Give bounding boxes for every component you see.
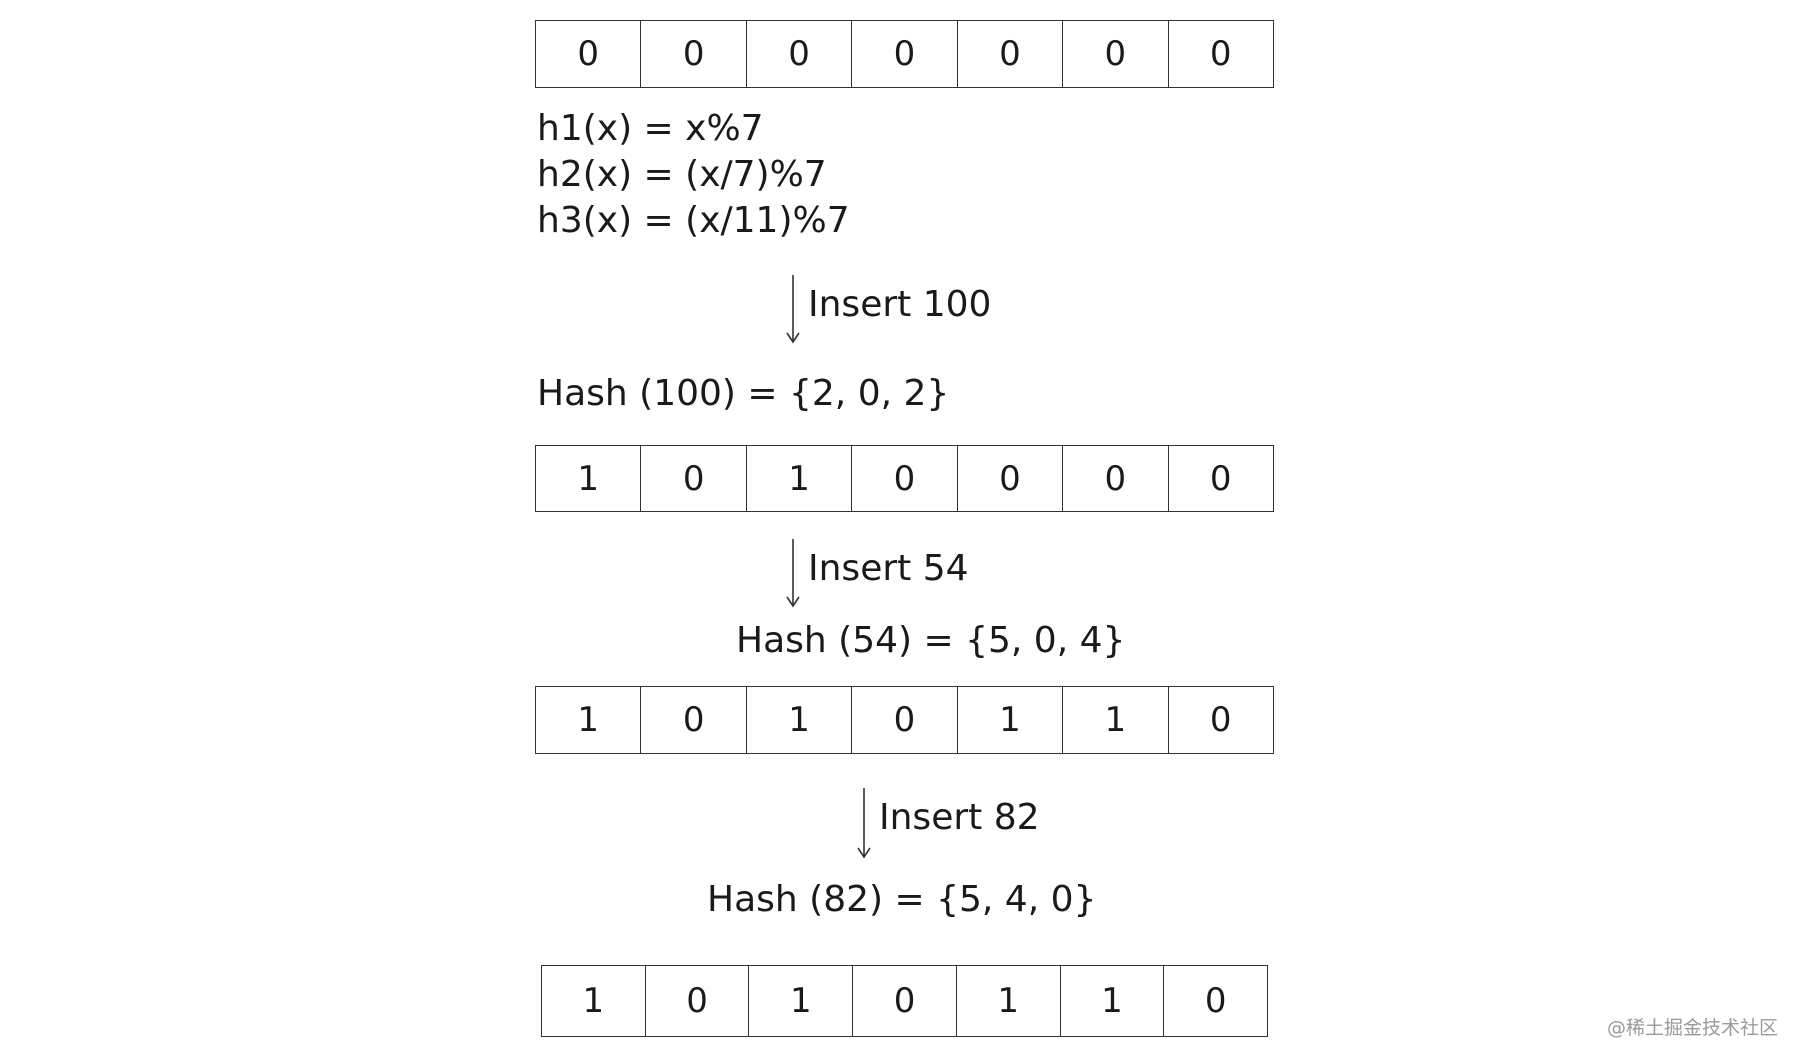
down-arrow-icon (783, 275, 803, 345)
bit-cell: 0 (852, 687, 958, 753)
bit-cell: 1 (1063, 687, 1169, 753)
bit-cell: 1 (1061, 966, 1165, 1036)
bit-cell: 0 (641, 446, 747, 511)
hash-result-54: Hash (54) = {5, 0, 4} (736, 620, 1126, 661)
bit-array-after-100: 1 0 1 0 0 0 0 (535, 445, 1274, 512)
bit-cell: 0 (641, 687, 747, 753)
bit-cell: 0 (1209, 700, 1232, 740)
bit-cell: 0 (958, 21, 1064, 87)
bit-array-after-54: 1 0 1 0 1 1 0 (535, 686, 1274, 754)
bit-cell: 0 (852, 446, 958, 511)
bit-cell: 0 (958, 446, 1064, 511)
bit-cell: 0 (1204, 981, 1227, 1021)
bit-cell: 0 (1209, 34, 1232, 74)
hash-function-h1: h1(x) = x%7 (537, 108, 764, 149)
bit-cell: 1 (747, 446, 853, 511)
bit-array-initial: 0 0 0 0 0 0 0 (535, 20, 1274, 88)
step-label-insert-82: Insert 82 (879, 797, 1040, 838)
bit-cell: 1 (958, 687, 1064, 753)
bit-cell: 0 (1209, 458, 1232, 499)
bit-array-after-82: 1 0 1 0 1 1 0 (541, 965, 1268, 1037)
bit-cell: 1 (536, 446, 642, 511)
bit-cell: 0 (852, 21, 958, 87)
bit-cell: 0 (536, 21, 642, 87)
hash-result-82: Hash (82) = {5, 4, 0} (707, 879, 1097, 920)
bit-cell: 1 (542, 966, 646, 1036)
bit-cell: 1 (747, 687, 853, 753)
bit-cell: 0 (1063, 21, 1169, 87)
bit-cell: 1 (749, 966, 854, 1036)
hash-function-definitions: h1(x) = x%7 h2(x) = (x/7)%7 h3(x) = (x/1… (537, 106, 850, 244)
hash-result-100: Hash (100) = {2, 0, 2} (537, 373, 950, 414)
bit-cell: 0 (641, 21, 747, 87)
watermark: @稀土掘金技术社区 (1606, 1017, 1778, 1039)
down-arrow-icon (783, 539, 803, 609)
bit-cell: 0 (1063, 446, 1169, 511)
bit-cell: 0 (646, 966, 750, 1036)
hash-function-h2: h2(x) = (x/7)%7 (537, 154, 827, 195)
bit-cell: 1 (536, 687, 642, 753)
hash-function-h3: h3(x) = (x/11)%7 (537, 200, 850, 241)
step-label-insert-54: Insert 54 (808, 548, 969, 589)
bit-cell: 0 (853, 966, 957, 1036)
bit-cell: 1 (957, 966, 1061, 1036)
bit-cell: 0 (747, 21, 853, 87)
step-label-insert-100: Insert 100 (808, 284, 992, 325)
down-arrow-icon (854, 788, 874, 860)
